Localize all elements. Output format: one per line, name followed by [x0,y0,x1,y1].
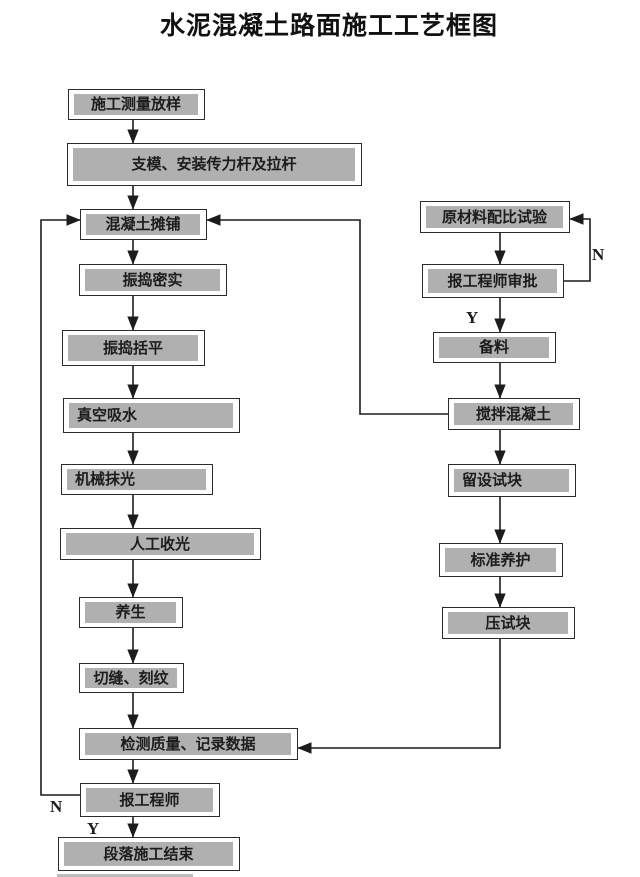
edge-mixing-to-paving [206,214,448,415]
node-curing: 养生 [79,597,183,628]
node-fill: 原材料配比试验 [426,206,563,228]
node-reserve-test-blocks: 留设试块 [448,464,576,497]
node-fill: 支模、安装传力杆及拉杆 [73,148,355,181]
node-label: 振捣密实 [122,271,183,289]
node-engineer-approval: 报工程师审批 [422,264,564,298]
label-engineer-no: N [50,797,63,816]
node-fill: 施工测量放样 [74,94,198,115]
node-label: 混凝土摊铺 [105,216,181,233]
node-label: 养生 [115,604,146,621]
node-fill: 报工程师审批 [428,269,557,293]
node-fill: 段落施工结束 [64,842,233,866]
node-vibrate-compact: 振捣密实 [79,264,227,296]
node-label: 压试块 [485,614,531,632]
node-fill: 检测质量、记录数据 [85,733,291,755]
node-fill: 振捣密实 [85,269,220,291]
node-fill: 振捣括平 [68,335,198,361]
node-report-engineer: 报工程师 [80,783,220,817]
node-joint-cut-grooving: 切缝、刻纹 [79,663,184,693]
node-concrete-mixing: 搅拌混凝土 [448,398,580,430]
node-fill: 留设试块 [454,469,569,492]
node-section-complete: 段落施工结束 [58,837,240,871]
node-fill: 混凝土摊铺 [86,214,200,235]
node-label: 施工测量放样 [90,96,181,113]
node-label: 搅拌混凝土 [475,405,551,423]
node-label: 振捣括平 [102,339,163,357]
node-label: 检测质量、记录数据 [120,735,256,753]
node-press-test-blocks: 压试块 [442,607,575,639]
node-survey-layout: 施工测量放样 [68,89,205,120]
edge-press-to-quality [297,639,501,754]
node-label: 留设试块 [462,472,523,489]
label-approval-no: N [592,245,605,264]
node-fill: 报工程师 [86,788,213,812]
node-fill: 搅拌混凝土 [454,403,573,425]
node-label: 机械抹光 [75,471,136,488]
node-fill: 真空吸水 [69,403,233,428]
node-formwork-dowel-bars: 支模、安装传力杆及拉杆 [67,143,362,186]
edge-engineer-no-loop [40,214,81,796]
label-approval-yes: Y [466,308,479,327]
node-label: 人工收光 [129,535,190,553]
node-label: 原材料配比试验 [441,208,547,226]
node-fill: 机械抹光 [67,469,206,490]
cropped-next-box-edge [57,874,193,877]
node-fill: 人工收光 [66,533,254,555]
node-manual-finishing: 人工收光 [60,528,261,560]
node-material-preparation: 备料 [433,332,556,363]
label-engineer-yes: Y [87,819,100,838]
node-vibrate-screed: 振捣括平 [62,330,205,366]
node-concrete-paving: 混凝土摊铺 [80,209,207,240]
node-label: 段落施工结束 [103,845,194,863]
node-label: 报工程师 [119,791,180,809]
node-label: 报工程师审批 [447,272,538,290]
node-fill: 备料 [439,337,549,358]
page-title: 水泥混凝土路面施工工艺框图 [159,12,498,40]
node-vacuum-dewatering: 真空吸水 [63,398,240,433]
node-label: 标准养护 [470,551,531,569]
node-label: 支模、安装传力杆及拉杆 [131,156,297,173]
node-quality-check-record: 检测质量、记录数据 [79,728,298,760]
node-machine-troweling: 机械抹光 [61,464,213,495]
node-label: 切缝、刻纹 [93,669,169,687]
node-fill: 压试块 [448,612,568,634]
node-label: 真空吸水 [77,407,138,424]
node-fill: 标准养护 [445,548,556,572]
node-standard-curing: 标准养护 [439,543,563,577]
node-fill: 养生 [85,602,176,623]
node-raw-material-ratio-test: 原材料配比试验 [420,201,570,233]
node-fill: 切缝、刻纹 [85,668,177,688]
node-label: 备料 [478,339,509,356]
